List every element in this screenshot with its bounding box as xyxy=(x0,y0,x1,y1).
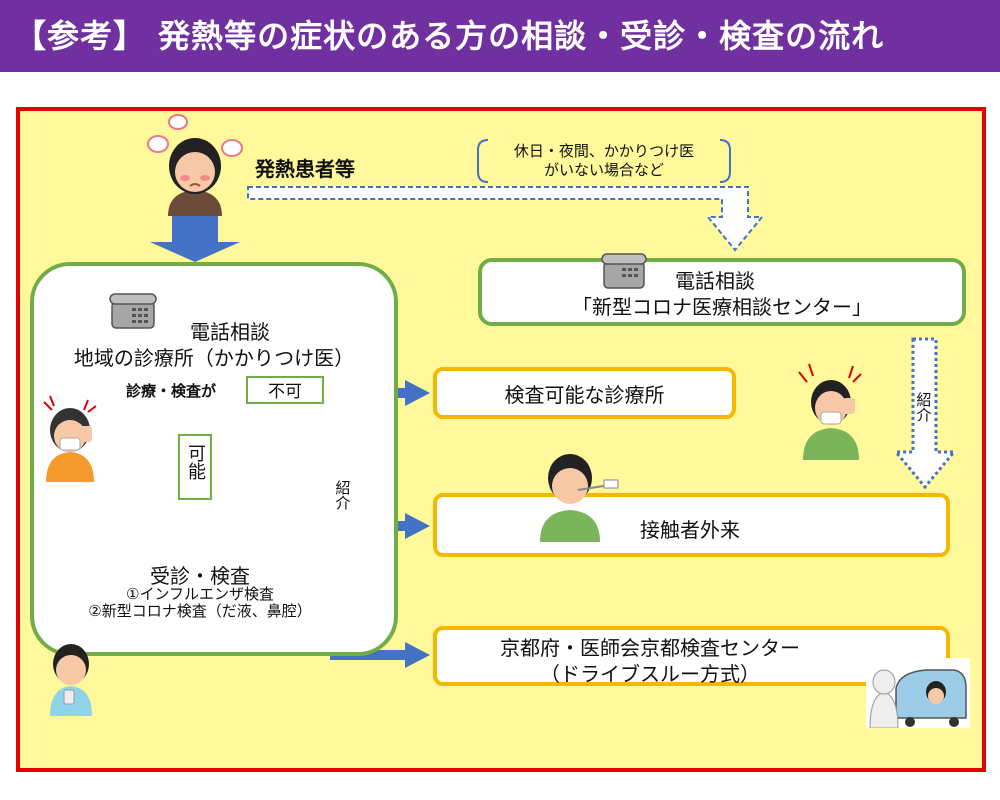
possible-label: 可能 xyxy=(185,444,206,480)
contact-outpatient-box xyxy=(433,493,950,557)
right-referral-label: 紹介 xyxy=(914,392,933,422)
holiday-note: 休日・夜間、かかりつけ医 がいない場合など xyxy=(484,142,724,180)
holiday-note-line1: 休日・夜間、かかりつけ医 xyxy=(513,142,695,160)
exam-title: 受診・検査 xyxy=(150,564,250,588)
diagnosis-query-label: 診療・検査が xyxy=(126,382,217,400)
arrow-to-center xyxy=(358,642,430,668)
drive-through-illustration xyxy=(866,658,970,728)
corona-center-label: 「新型コロナ医療相談センター」 xyxy=(572,295,872,319)
page-title: 【参考】 発熱等の症状のある方の相談・受診・検査の流れ xyxy=(14,17,885,55)
local-clinic-label: 地域の診療所（かかりつけ医） xyxy=(73,346,355,370)
holiday-dashed-arrow xyxy=(247,186,765,252)
corona-consultation-center-box xyxy=(478,258,966,326)
telephone-icon xyxy=(108,290,158,330)
contact-outpatient-label: 接触者外来 xyxy=(640,518,740,542)
testing-clinic-label: 検査可能な診療所 xyxy=(504,383,665,407)
title-bar xyxy=(0,0,1000,72)
referral-label-box: 紹介 xyxy=(331,432,355,568)
right-referral-label-box: 紹介 xyxy=(913,392,935,426)
holiday-note-bracket-right xyxy=(719,139,731,183)
drive-through-label: （ドライブスルー方式） xyxy=(540,662,760,686)
right-referral-arrow xyxy=(892,337,958,490)
holiday-note-bracket-left xyxy=(477,139,489,183)
patient-down-arrow xyxy=(150,212,240,262)
center-phone-label: 電話相談 xyxy=(675,269,755,293)
not-possible-badge: 不可 xyxy=(246,376,324,404)
covid-test-label: ②新型コロナ検査（だ液、鼻腔） xyxy=(88,602,312,620)
swab-test-illustration xyxy=(530,450,620,542)
child-patient-illustration xyxy=(44,634,98,716)
sick-child-illustration xyxy=(38,392,102,482)
local-phone-label: 電話相談 xyxy=(190,320,270,344)
kyoto-test-center-label: 京都府・医師会京都検査センター xyxy=(500,636,800,660)
holiday-note-line2: がいない場合など xyxy=(543,161,664,179)
testing-clinic-box xyxy=(433,367,736,419)
telephone-icon xyxy=(600,250,648,290)
referral-label: 紹介 xyxy=(333,480,352,510)
flu-test-label: ①インフルエンザ検査 xyxy=(126,585,274,603)
fever-patient-illustration xyxy=(140,108,250,216)
possible-badge: 可能 xyxy=(178,434,212,500)
kyoto-test-center-box xyxy=(433,626,950,686)
patient-label: 発熱患者等 xyxy=(255,157,355,181)
sick-adult-illustration xyxy=(795,360,867,460)
